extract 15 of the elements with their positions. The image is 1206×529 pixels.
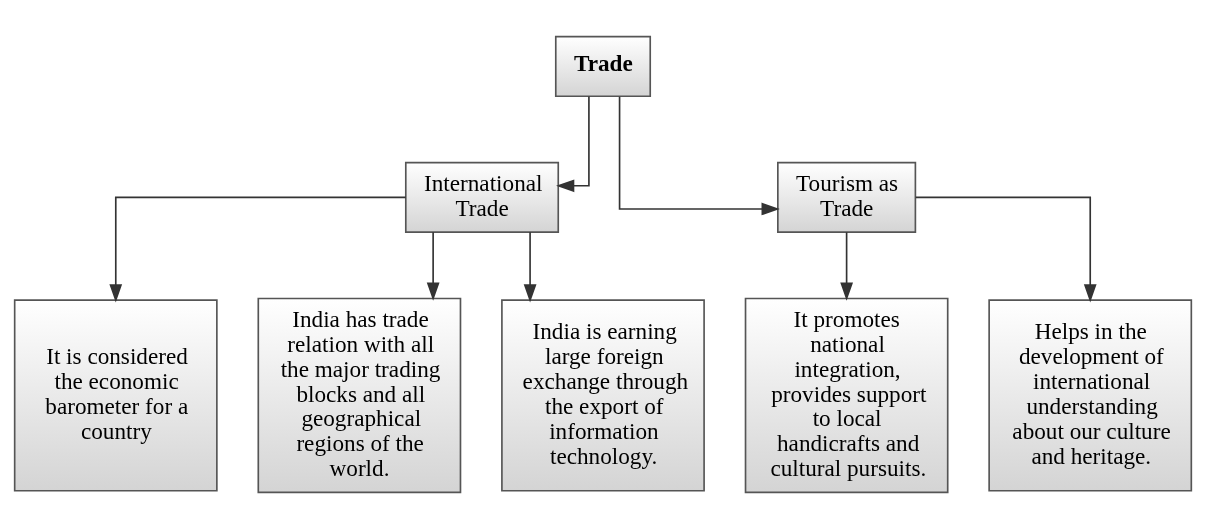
node-box: Tourism as Trade [777,161,917,233]
arrow [109,196,407,303]
node-box: India has trade relation with all the major trading blocks and all geographical regions of the world. [257,297,462,494]
node-box: Trade [554,35,652,98]
arrow [426,231,440,301]
node-box: It is considered the economic barometer for a country [13,299,218,492]
arrow [840,231,853,301]
arrow [523,231,537,303]
arrow [556,95,590,193]
node-box: International Trade [404,161,560,233]
node-box: India is earning large foreign exchange through the export of information technology. [501,299,705,492]
arrow [618,95,780,216]
arrow [914,196,1097,303]
node-box: Helps in the development of international understanding about our culture and heritage. [988,299,1193,492]
node-box: It promotes national integration, provides support to local handicrafts and cultural pursuits. [744,297,949,494]
